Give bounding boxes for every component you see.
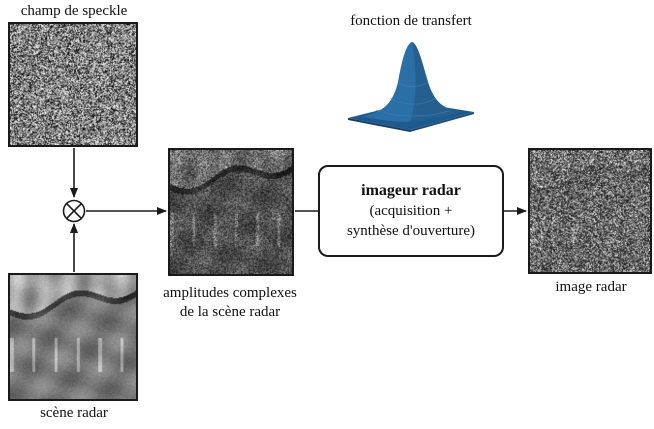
amplitudes-label-line1: amplitudes complexes bbox=[163, 285, 297, 301]
imager-title: imageur radar bbox=[361, 182, 461, 199]
speckle-label: champ de speckle bbox=[20, 3, 128, 19]
output-label: image radar bbox=[555, 279, 627, 295]
radar-image-output bbox=[528, 148, 652, 274]
scene-label: scène radar bbox=[40, 405, 108, 421]
transfer-label: fonction de transfert bbox=[350, 13, 472, 29]
gaussian-surface-icon bbox=[348, 42, 474, 132]
scene-image bbox=[8, 273, 138, 401]
speckle-field-image bbox=[8, 22, 138, 147]
multiply-circle-icon bbox=[62, 199, 86, 223]
imager-line1: (acquisition + bbox=[369, 203, 453, 219]
amplitudes-image bbox=[168, 148, 294, 276]
amplitudes-label-line2: de la scène radar bbox=[179, 304, 281, 320]
radar-imager-box: imageur radar (acquisition + synthèse d'… bbox=[318, 165, 504, 257]
imager-line2: synthèse d'ouverture) bbox=[346, 223, 476, 239]
